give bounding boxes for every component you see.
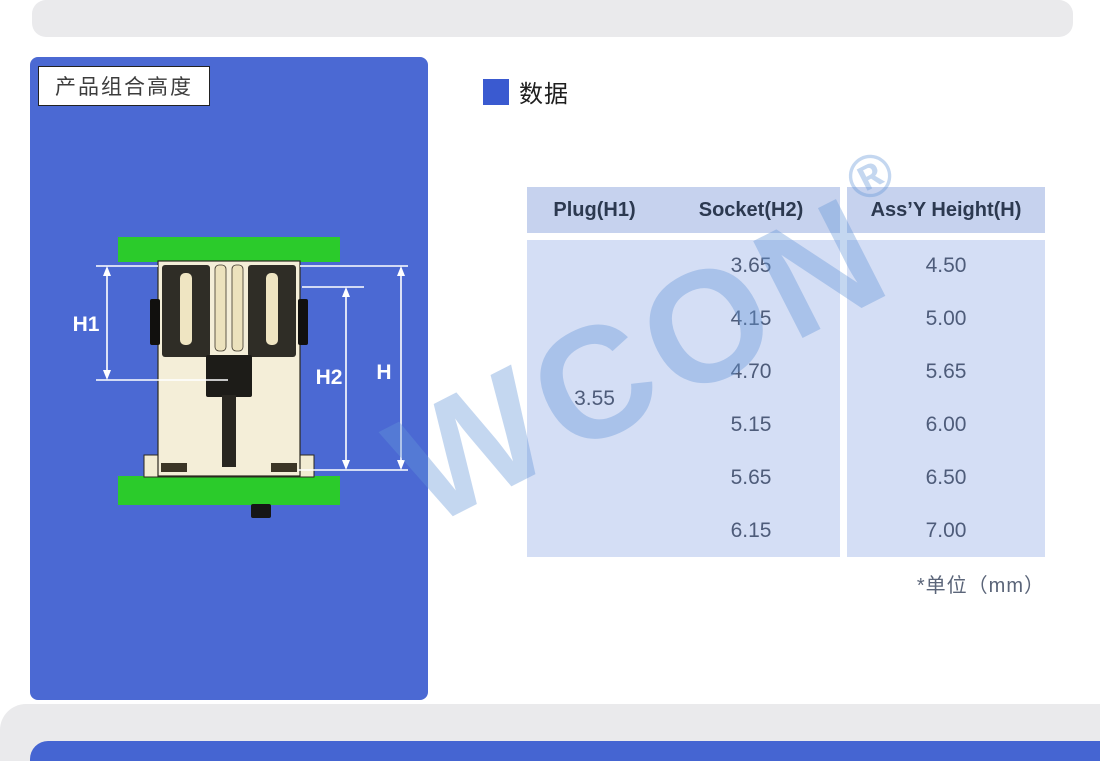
bottom-decor-band-blue (30, 741, 1100, 761)
assy-cell: 7.00 (925, 518, 967, 542)
data-panel: 数据 Plug(H1) Socket(H2) 3.55 3.65 4.15 4.… (483, 57, 1075, 700)
table-body: 3.55 3.65 4.15 4.70 5.15 5.65 6.15 (527, 240, 840, 557)
table-body: 4.50 5.00 5.65 6.00 6.50 7.00 (847, 240, 1045, 557)
accent-square-icon (483, 78, 509, 105)
assy-cell: 6.00 (925, 412, 967, 436)
unit-note: *单位（mm） (916, 575, 1045, 597)
top-decor-band (32, 0, 1073, 37)
table-header-row: Ass’Y Height(H) (847, 187, 1045, 233)
assy-cell: 5.65 (925, 360, 967, 384)
header-assy-height: Ass’Y Height(H) (870, 198, 1022, 221)
socket-cell: 4.15 (730, 307, 772, 331)
latch-right (298, 299, 308, 345)
dim-label-h: H (376, 361, 391, 384)
section-header: 数据 (483, 74, 569, 109)
latch-left (150, 299, 160, 345)
contact-right (266, 273, 278, 345)
section-title: 数据 (519, 81, 569, 108)
contact-left (180, 273, 192, 345)
assy-cell: 5.00 (925, 307, 967, 331)
dimension-lines (96, 265, 408, 471)
connector-diagram: H1 H2 H (73, 237, 408, 518)
socket-column: 3.65 4.15 4.70 5.15 5.65 6.15 (662, 240, 840, 557)
pcb-bottom (118, 476, 340, 505)
table-plug-socket: Plug(H1) Socket(H2) 3.55 3.65 4.15 4.70 … (527, 187, 840, 557)
table-assy-height: Ass’Y Height(H) 4.50 5.00 5.65 6.00 6.50… (847, 187, 1045, 557)
center-pin (222, 395, 236, 467)
center-beam-right (231, 264, 244, 352)
mating-block (206, 355, 252, 397)
dim-label-h2: H2 (316, 366, 343, 389)
header-plug: Plug(H1) (553, 198, 636, 221)
socket-cell: 6.15 (730, 518, 772, 542)
product-height-panel: H1 H2 H 产品组合高度 (30, 57, 428, 700)
center-beam-left (214, 264, 227, 352)
dim-label-h1: H1 (73, 313, 100, 336)
socket-cell: 3.65 (730, 254, 772, 278)
plug-value-cell: 3.55 (574, 386, 615, 410)
socket-cell: 4.70 (730, 360, 772, 384)
foot-right (271, 463, 297, 472)
solder-tab (251, 504, 271, 518)
assy-cell: 4.50 (925, 254, 967, 278)
panel-title: 产品组合高度 (38, 66, 210, 106)
socket-cell: 5.15 (730, 412, 772, 436)
header-socket: Socket(H2) (698, 198, 804, 221)
foot-left (161, 463, 187, 472)
socket-cell: 5.65 (730, 465, 772, 489)
dimension-arrowheads (103, 266, 405, 470)
assy-cell: 6.50 (925, 465, 967, 489)
table-header-row: Plug(H1) Socket(H2) (527, 187, 840, 233)
pcb-top (118, 237, 340, 262)
